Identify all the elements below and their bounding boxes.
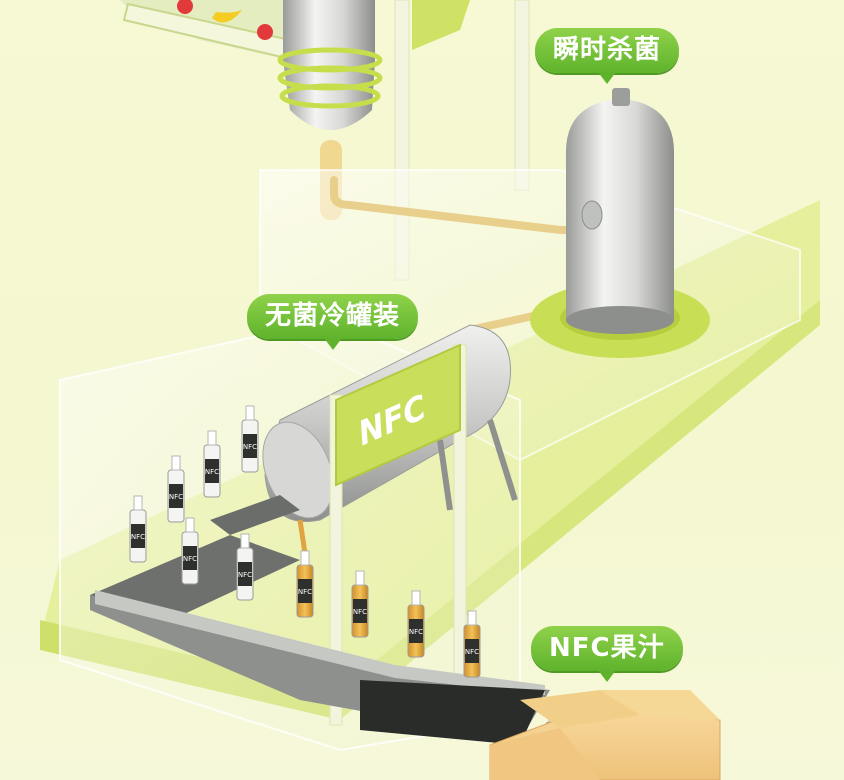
bottle-logo: NFC	[409, 628, 423, 636]
bottle: NFC	[463, 610, 481, 678]
label-nfc-juice: NFC果汁	[531, 626, 683, 682]
bottle: NFC	[407, 590, 425, 658]
label-sterilize: 瞬时杀菌	[535, 28, 680, 84]
label-aseptic-filling: 无菌冷罐装	[247, 294, 419, 350]
bottle-logo: NFC	[353, 608, 367, 616]
bottle: NFC	[181, 517, 199, 585]
bottle-logo: NFC	[131, 533, 145, 541]
bottle-logo: NFC	[243, 443, 257, 451]
bottle-logo: NFC	[183, 555, 197, 563]
bottle: NFC	[129, 495, 147, 563]
bottle: NFC	[241, 405, 259, 473]
juicer-machine	[277, 0, 383, 220]
bottle-logo: NFC	[169, 493, 183, 501]
bottle-logo: NFC	[298, 588, 312, 596]
bottle: NFC	[351, 570, 369, 638]
juice-box	[489, 690, 721, 780]
bottle: NFC	[236, 533, 254, 601]
bottle: NFC	[203, 430, 221, 498]
bottle-logo: NFC	[205, 468, 219, 476]
sterilizer-tank	[530, 88, 710, 358]
bottle: NFC	[167, 455, 185, 523]
apple-icon	[177, 0, 193, 14]
bottle-logo: NFC	[238, 571, 252, 579]
banana-icon	[212, 10, 242, 23]
bottle: NFC	[296, 550, 314, 618]
apple-icon	[257, 24, 273, 40]
fruit-conveyor	[120, 0, 300, 60]
bottle-logo: NFC	[465, 648, 479, 656]
